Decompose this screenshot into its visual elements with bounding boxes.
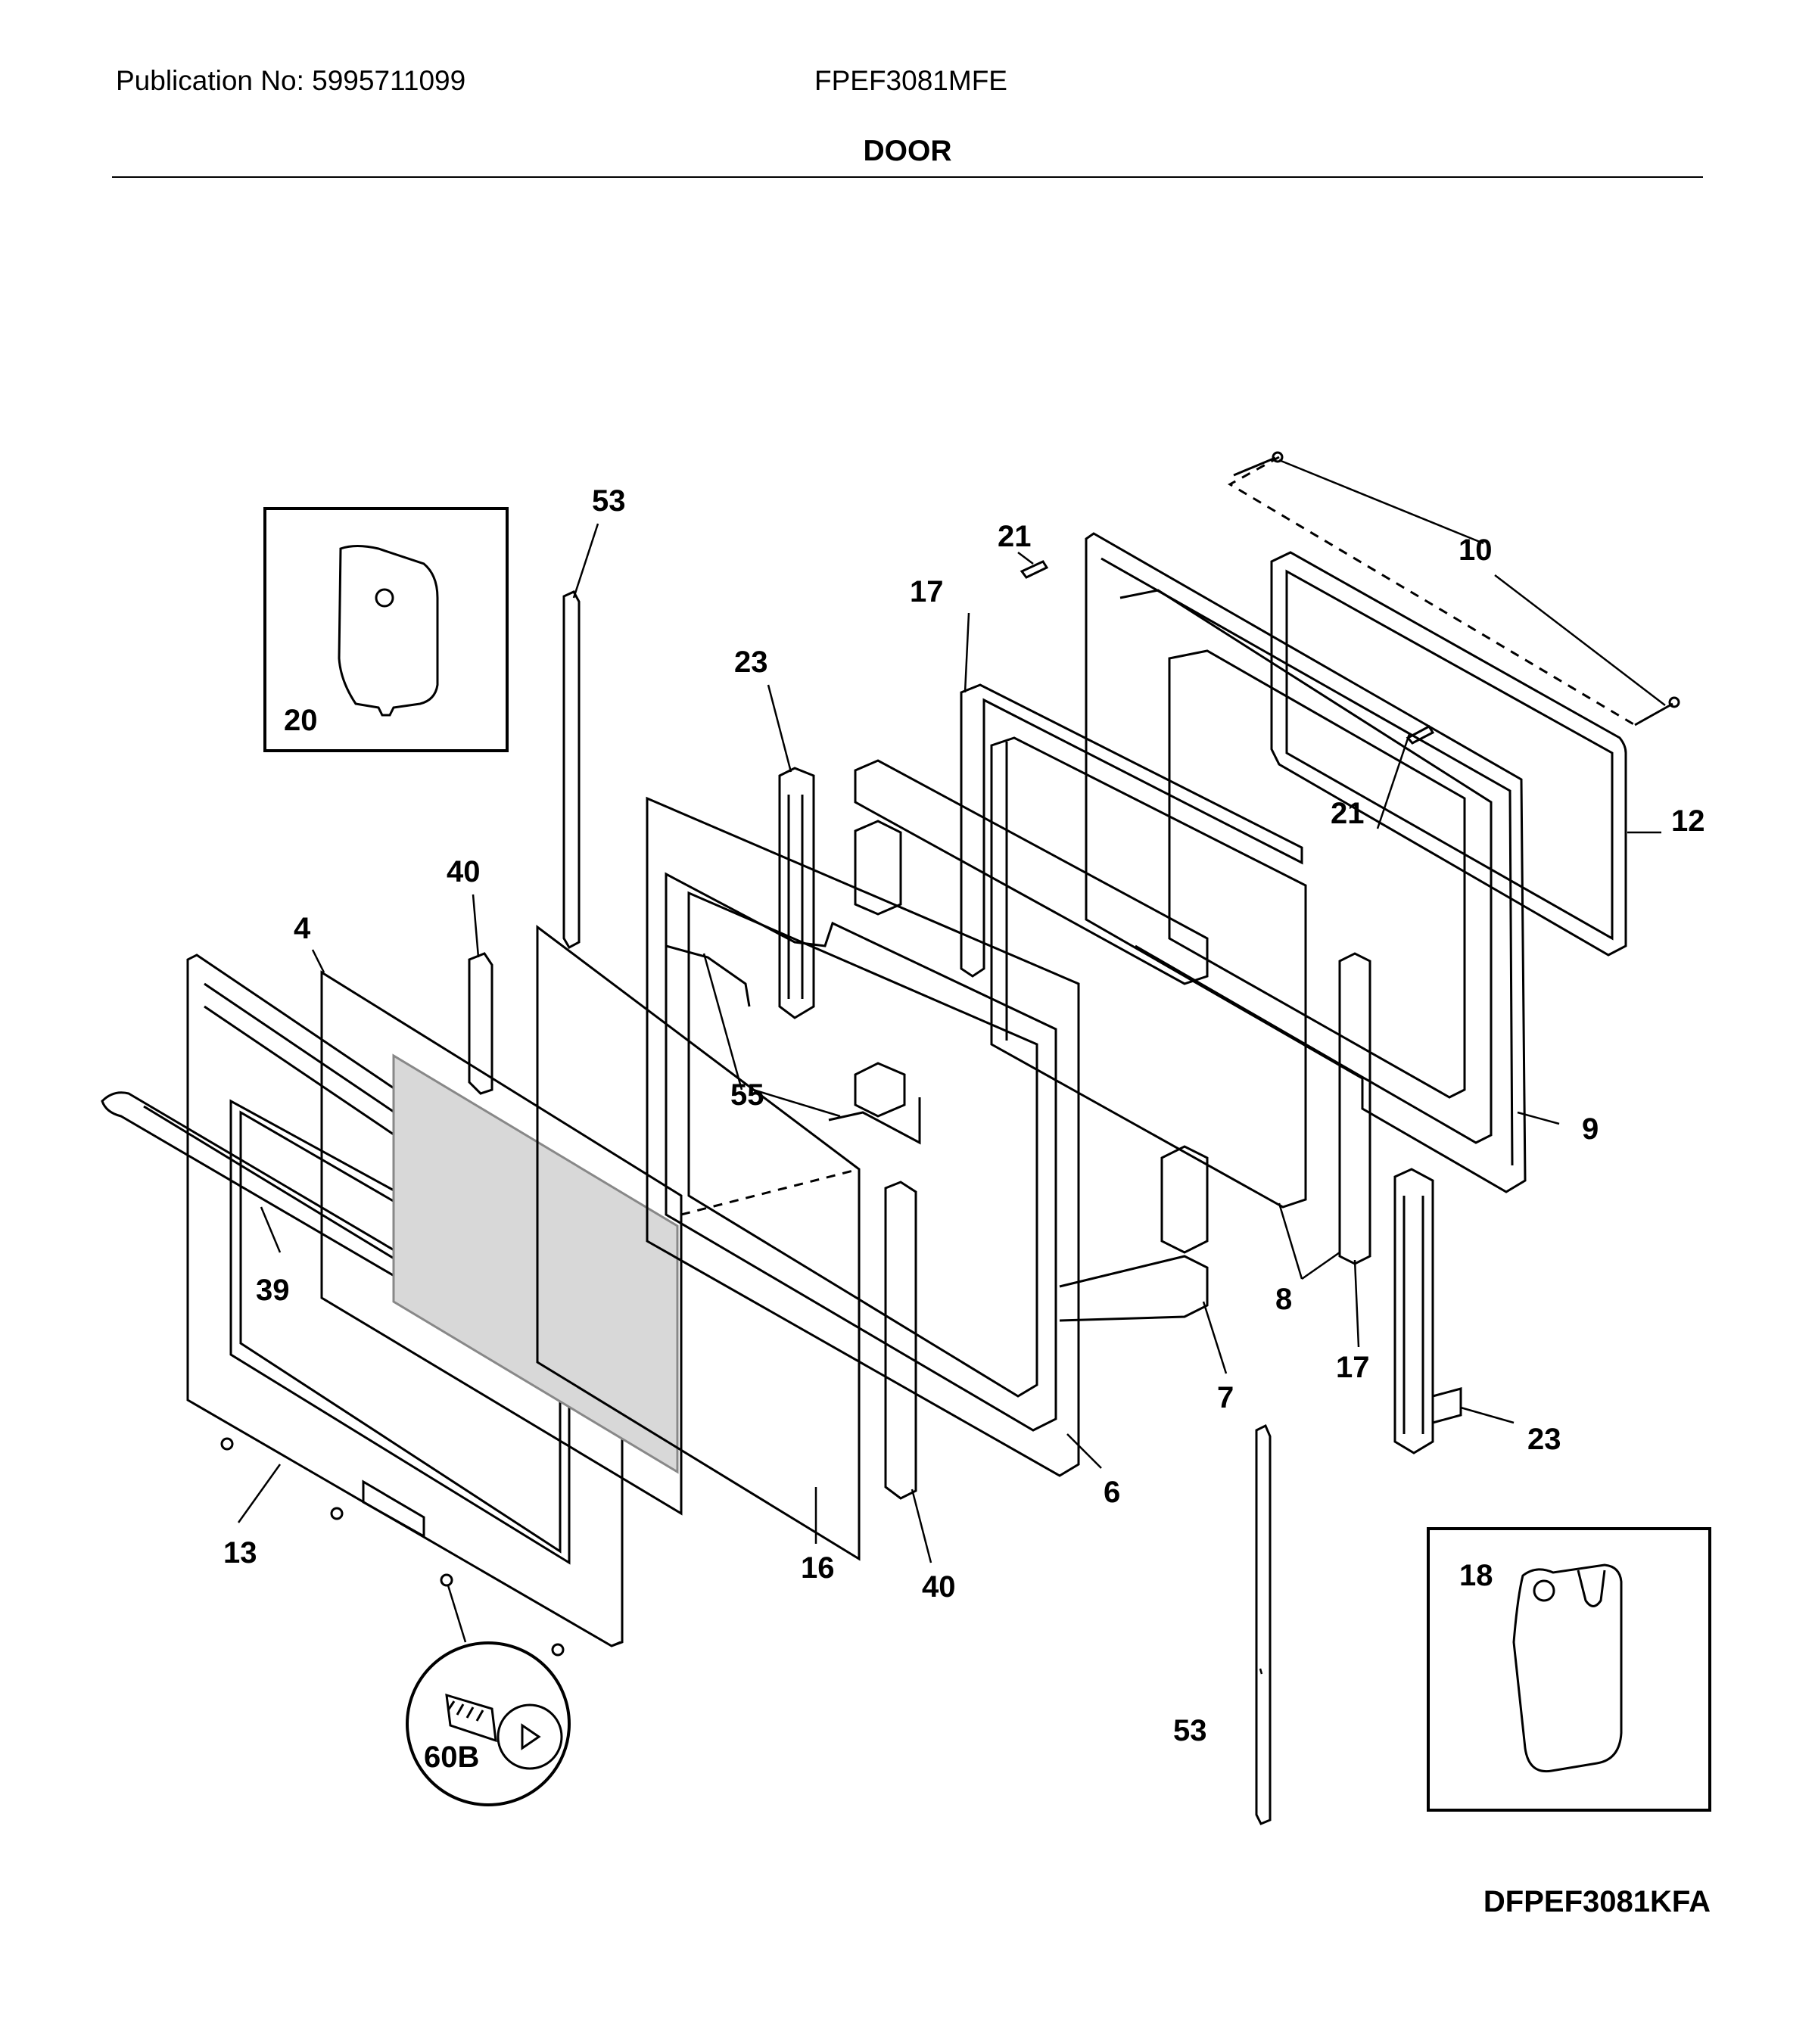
callout-17-lower: 17 <box>1336 1351 1370 1384</box>
glass-pack-8 <box>990 736 1307 1209</box>
diagram-code: DFPEF3081KFA <box>1483 1885 1711 1918</box>
callout-labels: 53 20 21 10 17 23 21 12 40 4 55 9 39 8 7… <box>223 484 1705 1774</box>
callout-16: 16 <box>801 1551 835 1585</box>
inset-part-18 <box>1427 1527 1711 1812</box>
callout-17-upper: 17 <box>910 575 944 608</box>
callout-10: 10 <box>1459 534 1493 567</box>
callout-55: 55 <box>730 1078 764 1112</box>
gasket-17-left <box>960 683 1303 978</box>
callout-53-upper: 53 <box>592 484 626 518</box>
callout-21-lower: 21 <box>1331 797 1365 830</box>
callout-40-lower: 40 <box>922 1570 956 1604</box>
callout-9: 9 <box>1582 1112 1599 1146</box>
panel-screws <box>220 1437 565 1657</box>
callout-21-upper: 21 <box>998 520 1032 553</box>
model-number: FPEF3081MFE <box>814 65 1007 96</box>
callout-23-lower: 23 <box>1527 1423 1561 1456</box>
callout-60B: 60B <box>424 1741 479 1774</box>
callout-18: 18 <box>1459 1559 1493 1592</box>
callout-7: 7 <box>1217 1381 1234 1414</box>
callout-13: 13 <box>223 1536 257 1570</box>
gasket-17-right <box>1338 952 1371 1265</box>
screws-10 <box>1227 451 1680 726</box>
callout-20: 20 <box>284 704 318 737</box>
callout-40-upper: 40 <box>447 855 481 888</box>
gasket-12 <box>1270 551 1627 957</box>
glass-panel-16 <box>536 924 861 1561</box>
trim-53-upper <box>562 590 581 950</box>
clips-55 <box>665 944 921 1145</box>
callout-12: 12 <box>1671 804 1705 838</box>
page-title: DOOR <box>863 135 952 167</box>
callout-23-upper: 23 <box>734 646 768 679</box>
callout-8: 8 <box>1275 1283 1292 1316</box>
callout-6: 6 <box>1104 1476 1120 1509</box>
channel-40-upper <box>468 952 493 1095</box>
header-rule <box>112 176 1703 178</box>
screw-detail-60B <box>406 1641 571 1806</box>
insulation-7 <box>854 759 1209 1322</box>
hinge-23-left <box>778 767 815 1019</box>
channel-40-lower <box>884 1181 917 1500</box>
publication-number: Publication No: 5995711099 <box>116 65 466 96</box>
inner-frame-6 <box>646 796 1080 1477</box>
trim-53-lower <box>1255 1423 1272 1825</box>
inset-part-20 <box>263 507 509 752</box>
callout-4: 4 <box>294 912 311 945</box>
glass-panel-4 <box>320 970 683 1516</box>
hinge-23-right <box>1393 1168 1462 1454</box>
callout-39: 39 <box>256 1274 290 1307</box>
clips-21 <box>1020 560 1435 745</box>
back-frame-9 <box>1085 532 1527 1193</box>
leader-lines <box>237 459 1666 1675</box>
callout-53-lower: 53 <box>1173 1714 1207 1747</box>
